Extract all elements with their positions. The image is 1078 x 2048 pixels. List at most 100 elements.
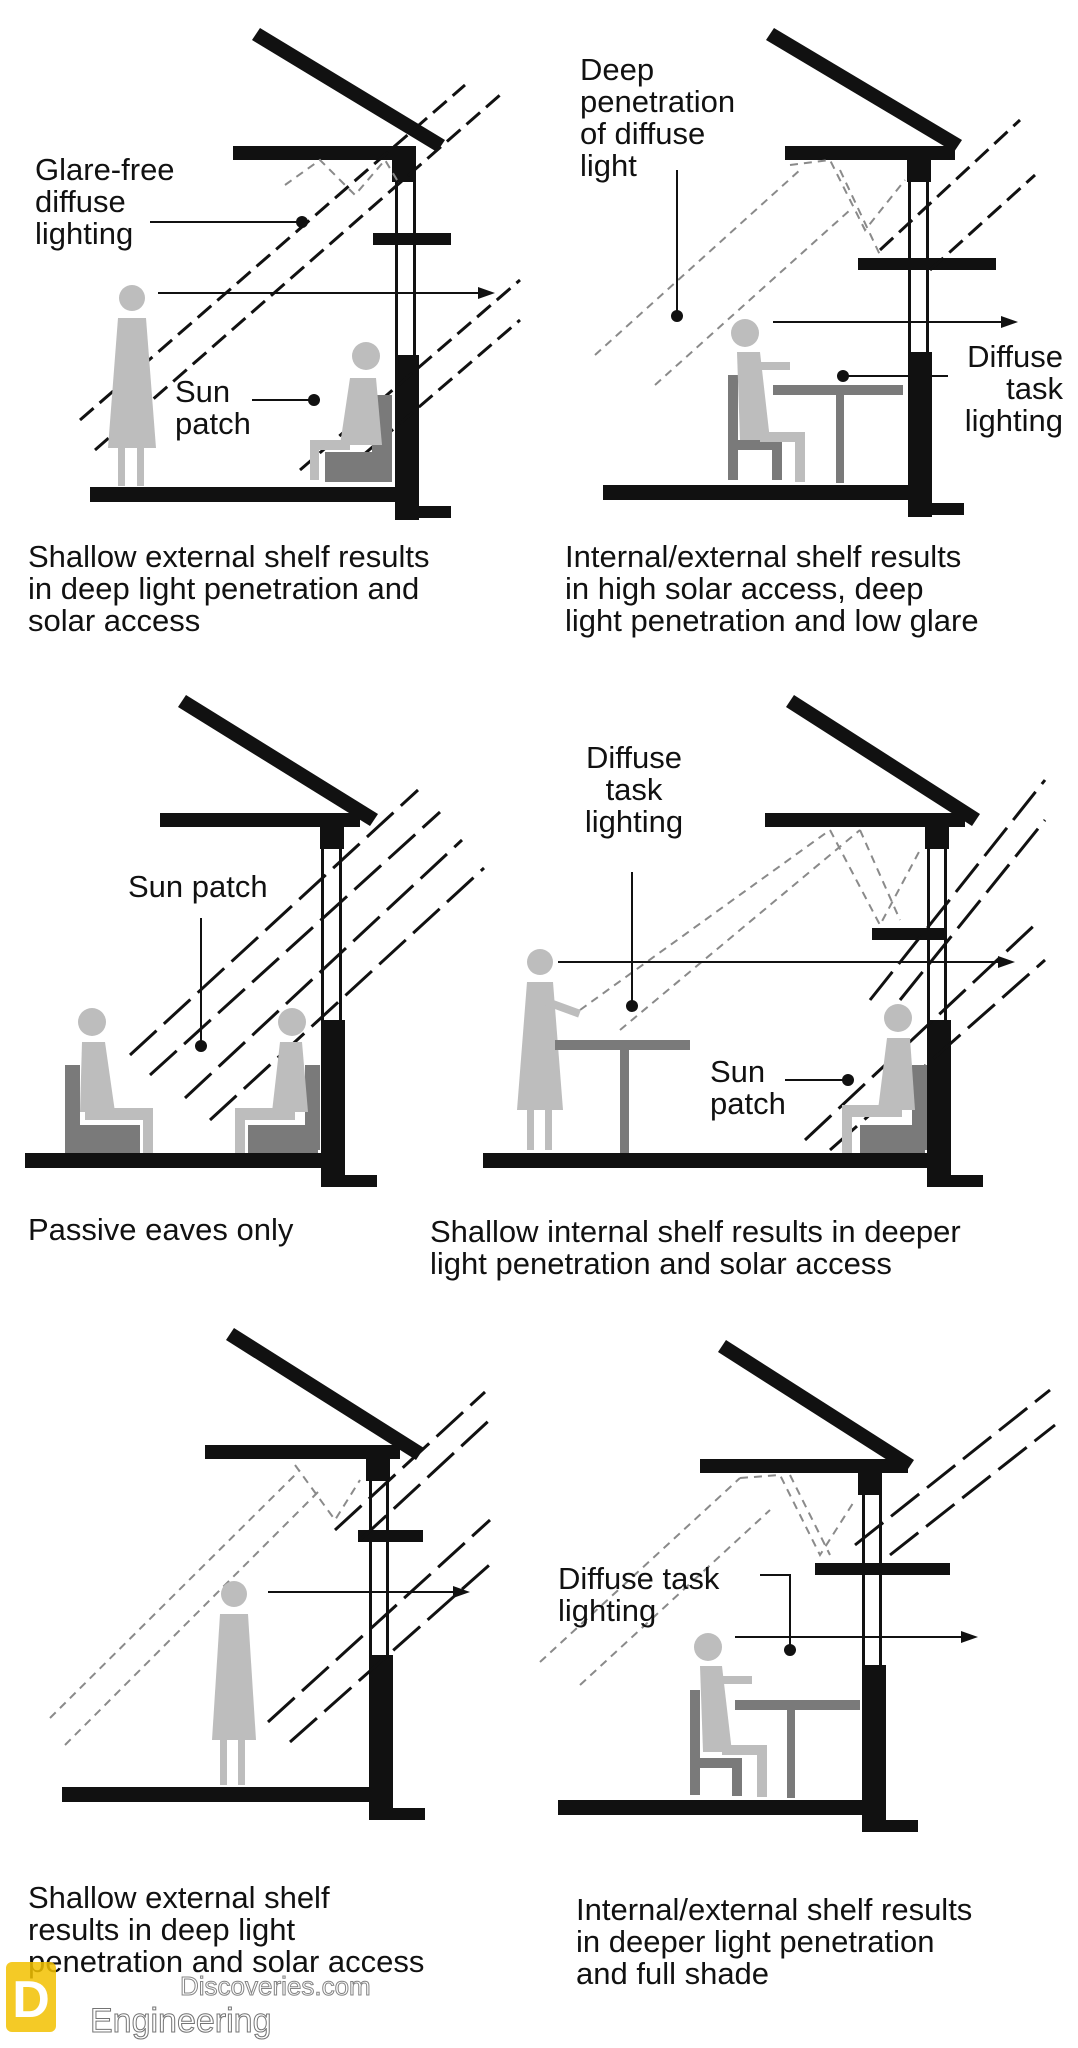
text-line: lighting <box>35 216 133 251</box>
foundation <box>862 1820 918 1832</box>
wall <box>862 1665 886 1825</box>
leader-dot <box>296 216 308 228</box>
panel-1-diffuse-light <box>284 158 401 197</box>
window-head <box>366 1445 390 1481</box>
arrow-head-icon <box>453 1586 470 1598</box>
window-head <box>858 1459 882 1495</box>
text-line: Glare-free <box>35 152 175 187</box>
standing-person-icon <box>517 949 581 1150</box>
eave <box>205 1445 400 1459</box>
text-line: Diffuse <box>586 740 682 775</box>
text-line: lighting <box>585 804 683 839</box>
text-line: results in deep light <box>28 1912 295 1947</box>
watermark-line1: Discoveries.com <box>180 1971 371 2001</box>
text-line: lighting <box>965 403 1063 438</box>
roof <box>252 28 445 152</box>
internal-shelf <box>872 928 947 940</box>
text-line: Sun patch <box>128 869 268 904</box>
text-line: task <box>606 772 663 807</box>
window-frame-l <box>395 182 398 357</box>
text-line: penetration and solar access <box>28 1944 424 1979</box>
foundation <box>395 506 451 518</box>
leader-dot <box>784 1644 796 1656</box>
text-line: Sun <box>175 374 230 409</box>
arrow-head-icon <box>1001 316 1018 328</box>
seated-person-icon <box>65 1008 153 1153</box>
window-frame-r <box>926 182 929 354</box>
window-head <box>907 146 931 182</box>
panel-1-structure <box>90 28 451 520</box>
window-frame-r <box>413 182 416 357</box>
label-sun-patch: Sun patch <box>128 869 268 904</box>
panel-3: Sun patch Passive eaves only <box>25 695 486 1247</box>
shelf <box>815 1563 950 1575</box>
leader-line <box>760 1574 791 1645</box>
seated-person-icon <box>690 1633 767 1797</box>
table <box>555 1040 690 1153</box>
text-line: task <box>1006 371 1063 406</box>
text-line: patch <box>710 1086 786 1121</box>
external-shelf <box>373 233 451 245</box>
floor <box>62 1787 372 1802</box>
window-frame-r <box>944 849 947 1022</box>
panel-3-structure <box>25 695 378 1187</box>
panel-3-sun-rays <box>128 788 486 1122</box>
text-line: solar access <box>28 603 200 638</box>
caption-3: Passive eaves only <box>28 1212 294 1247</box>
window-head <box>925 813 949 849</box>
panel-6-sun-rays <box>854 1388 1056 1557</box>
panel-4-diffuse-light <box>579 829 921 1031</box>
floor <box>558 1800 868 1815</box>
floor <box>90 487 410 502</box>
text-line: Internal/external shelf results <box>576 1892 972 1927</box>
floor <box>483 1153 933 1168</box>
text-line: Sun <box>710 1054 765 1089</box>
text-line: Passive eaves only <box>28 1212 294 1247</box>
foundation <box>369 1808 425 1820</box>
arrow-head-icon <box>961 1631 978 1643</box>
text-line: penetration <box>580 84 735 119</box>
panel-4-sun-rays <box>803 779 1047 1152</box>
window-head <box>320 813 344 849</box>
panel-5-sun-rays <box>266 1390 497 1744</box>
seated-person-icon <box>842 1004 927 1153</box>
window-head <box>392 146 416 182</box>
roof <box>766 28 962 152</box>
text-line: of diffuse <box>580 116 705 151</box>
text-line: Shallow external shelf <box>28 1880 330 1915</box>
text-line: light penetration and low glare <box>565 603 979 638</box>
text-line: Internal/external shelf results <box>565 539 961 574</box>
window-frame-l <box>908 182 911 354</box>
roof <box>718 1340 914 1472</box>
text-line: Shallow internal shelf results in deeper <box>430 1214 961 1249</box>
eave <box>233 146 416 160</box>
watermark: D Discoveries.com Engineering <box>6 1962 371 2041</box>
text-line: patch <box>175 406 251 441</box>
watermark-line2: Engineering <box>90 2002 271 2040</box>
text-line: Diffuse <box>967 339 1063 374</box>
wall <box>369 1655 393 1815</box>
leader-dot <box>626 1000 638 1012</box>
seated-person-icon <box>728 319 805 482</box>
panel-2-sun-rays <box>878 118 1037 272</box>
window-frame-l <box>369 1481 372 1657</box>
text-line: Deep <box>580 52 654 87</box>
seated-person-icon <box>235 1008 320 1153</box>
panel-5-diffuse-light <box>49 1464 361 1746</box>
text-line: Shallow external shelf results <box>28 539 429 574</box>
seated-person-icon <box>310 342 392 482</box>
leader-dot <box>842 1074 854 1086</box>
roof <box>226 1328 424 1460</box>
foundation <box>908 503 964 515</box>
text-line: light <box>580 148 637 183</box>
